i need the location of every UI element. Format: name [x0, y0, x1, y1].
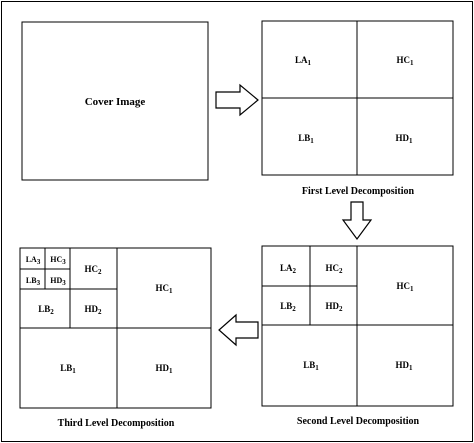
arrow-right-icon	[215, 83, 259, 117]
cover-image-label: Cover Image	[85, 96, 146, 108]
cover-image-box: Cover Image	[21, 21, 209, 181]
band-lb2: LB2	[280, 301, 296, 313]
band-la1: LA1	[295, 55, 312, 67]
second-level-decomposition: LA2 HC2 LB2 HD2 HC1 LB1 HD1	[261, 245, 454, 407]
band-hc1: HC1	[397, 55, 415, 67]
first-level-decomposition: LA1 HC1 LB1 HD1	[261, 20, 454, 176]
band-lb1: LB1	[298, 133, 314, 145]
band-lb2: LB2	[38, 304, 54, 316]
third-level-caption: Third Level Decomposition	[58, 418, 175, 429]
band-hd1: HD1	[156, 363, 174, 375]
band-la3: LA3	[26, 255, 41, 266]
second-level-caption: Second Level Decomposition	[297, 416, 420, 427]
band-hc1: HC1	[156, 283, 174, 295]
band-lb1: LB1	[60, 363, 76, 375]
band-la2: LA2	[280, 263, 297, 275]
band-hd2: HD2	[326, 301, 344, 313]
band-hd1: HD1	[396, 360, 414, 372]
first-level-caption: First Level Decomposition	[302, 186, 415, 197]
band-hd2: HD2	[85, 304, 103, 316]
band-hc2: HC2	[326, 263, 344, 275]
arrow-down-icon	[341, 201, 373, 241]
band-lb1: LB1	[303, 360, 319, 372]
band-hc2: HC2	[85, 264, 103, 276]
arrow-left-icon	[218, 313, 259, 347]
band-hc1: HC1	[397, 281, 415, 293]
band-hd3: HD3	[50, 276, 66, 287]
band-hc3: HC3	[50, 255, 66, 266]
band-hd1: HD1	[396, 133, 414, 145]
third-level-decomposition: LA3 HC3 LB3 HD3 HC2 LB2 HD2 HC1 LB1 HD1	[19, 247, 212, 409]
band-lb3: LB3	[26, 276, 41, 287]
